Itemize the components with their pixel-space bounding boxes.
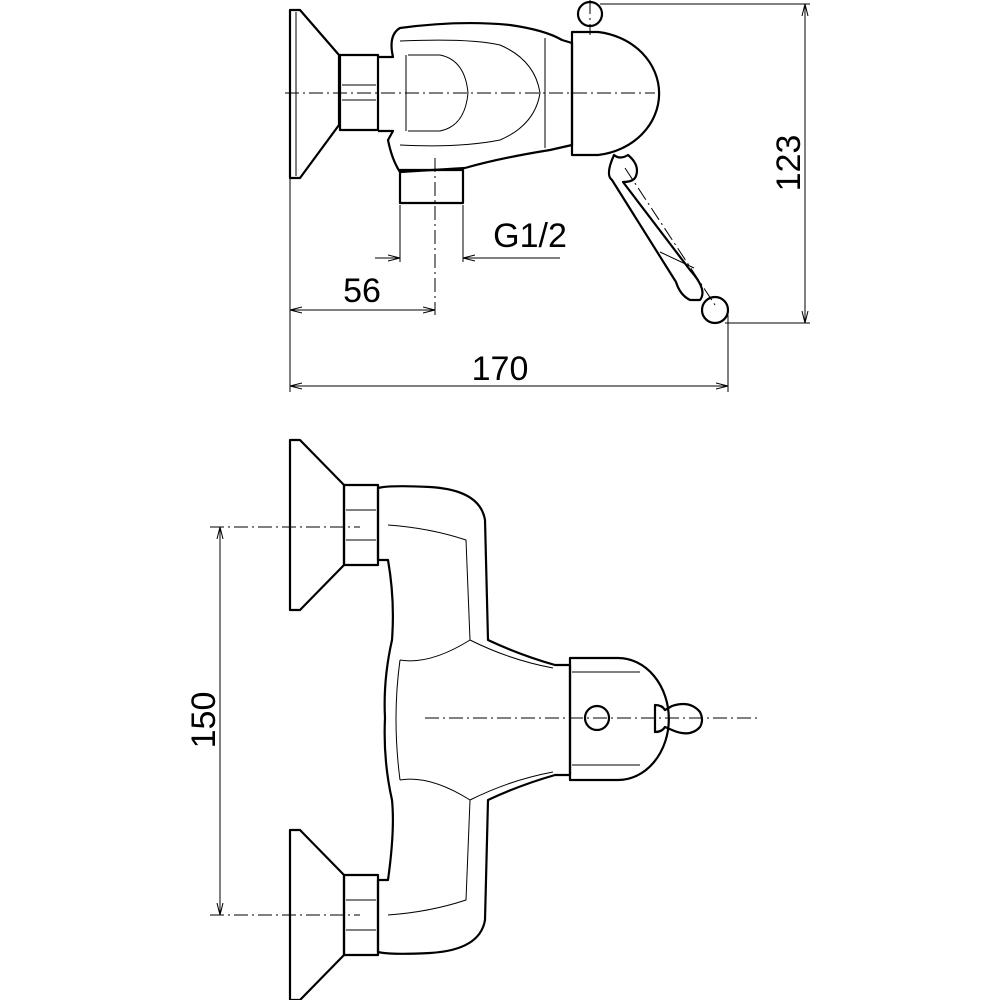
hex-nut-bottom <box>342 873 380 957</box>
hex-nut-top <box>342 483 380 567</box>
handle-pin <box>583 704 611 732</box>
handle-cap <box>570 30 661 157</box>
lever-ball <box>700 295 730 325</box>
depth-dimension-label: 170 <box>472 350 529 388</box>
wall-plate-top <box>288 438 346 612</box>
side-view: G1/2 56 170 123 <box>285 0 810 392</box>
handle-cap-front <box>568 656 670 782</box>
lever-handle <box>607 153 704 302</box>
front-view: 150 <box>185 438 760 1000</box>
outlet-fitting <box>398 168 465 205</box>
wall-plate <box>288 8 341 180</box>
thread-dimension-label: G1/2 <box>493 217 567 255</box>
centers-dimension-label: 150 <box>185 692 223 749</box>
outlet-dimension-label: 56 <box>343 272 381 310</box>
valve-body <box>378 21 574 174</box>
valve-body-front <box>376 485 572 955</box>
lever-stub <box>653 702 704 735</box>
height-dimension-label: 123 <box>770 135 808 192</box>
